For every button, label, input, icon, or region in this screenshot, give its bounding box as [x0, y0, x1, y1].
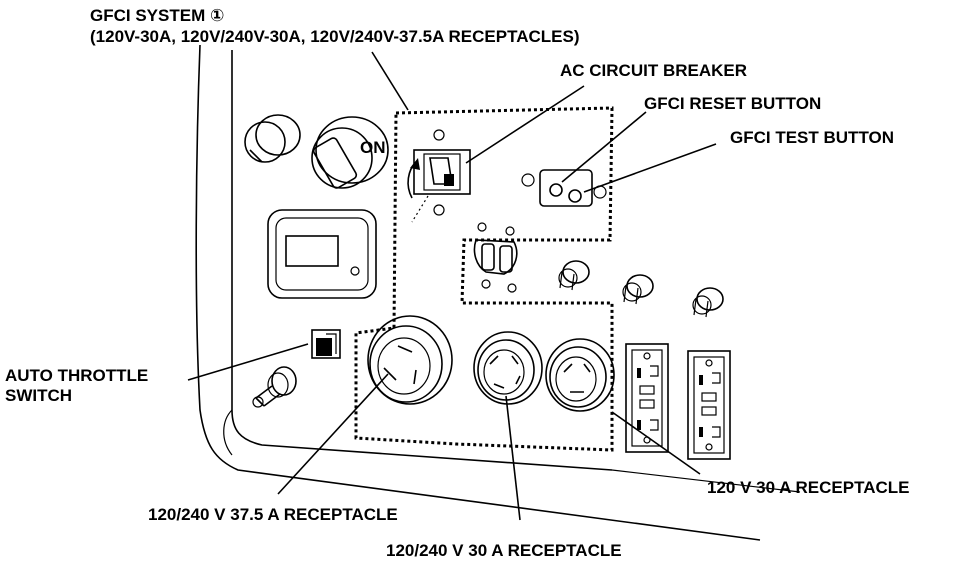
circuit-protector-3: [693, 288, 723, 317]
label-gfci-system: GFCI SYSTEM ①: [90, 6, 224, 25]
ground-terminal: [253, 367, 296, 407]
receptacle-120-240v-37-5a: [368, 316, 452, 404]
circuit-protector-block: [474, 223, 516, 292]
label-receptacle-37-5a: 120/240 V 37.5 A RECEPTACLE: [148, 505, 398, 524]
gfci-reset-button: [550, 184, 562, 196]
label-gfci-reset-button: GFCI RESET BUTTON: [644, 94, 821, 113]
hour-meter: [268, 210, 376, 298]
label-receptacle-120-240v-30a: 120/240 V 30 A RECEPTACLE: [386, 541, 622, 560]
gfci-test-button: [569, 190, 581, 202]
choke-knob: [245, 115, 300, 162]
ac-circuit-breaker: [408, 130, 470, 222]
panel-body: [196, 45, 800, 540]
label-gfci-receptacles: (120V-30A, 120V/240V-30A, 120V/240V-37.5…: [90, 27, 579, 46]
receptacle-120-240v-30a: [474, 332, 542, 404]
label-ac-circuit-breaker: AC CIRCUIT BREAKER: [560, 61, 747, 80]
label-auto-throttle-1: AUTO THROTTLE: [5, 366, 148, 385]
label-auto-throttle-2: SWITCH: [5, 386, 72, 405]
label-on: ON: [360, 138, 386, 157]
duplex-outlet-2: [688, 351, 730, 459]
circuit-protector-1: [559, 261, 589, 290]
receptacle-120v-30a: [546, 339, 614, 411]
label-receptacle-120v-30a: 120 V 30 A RECEPTACLE: [707, 478, 910, 497]
auto-throttle-switch: [312, 330, 340, 358]
label-gfci-test-button: GFCI TEST BUTTON: [730, 128, 894, 147]
circuit-protector-2: [623, 275, 653, 304]
